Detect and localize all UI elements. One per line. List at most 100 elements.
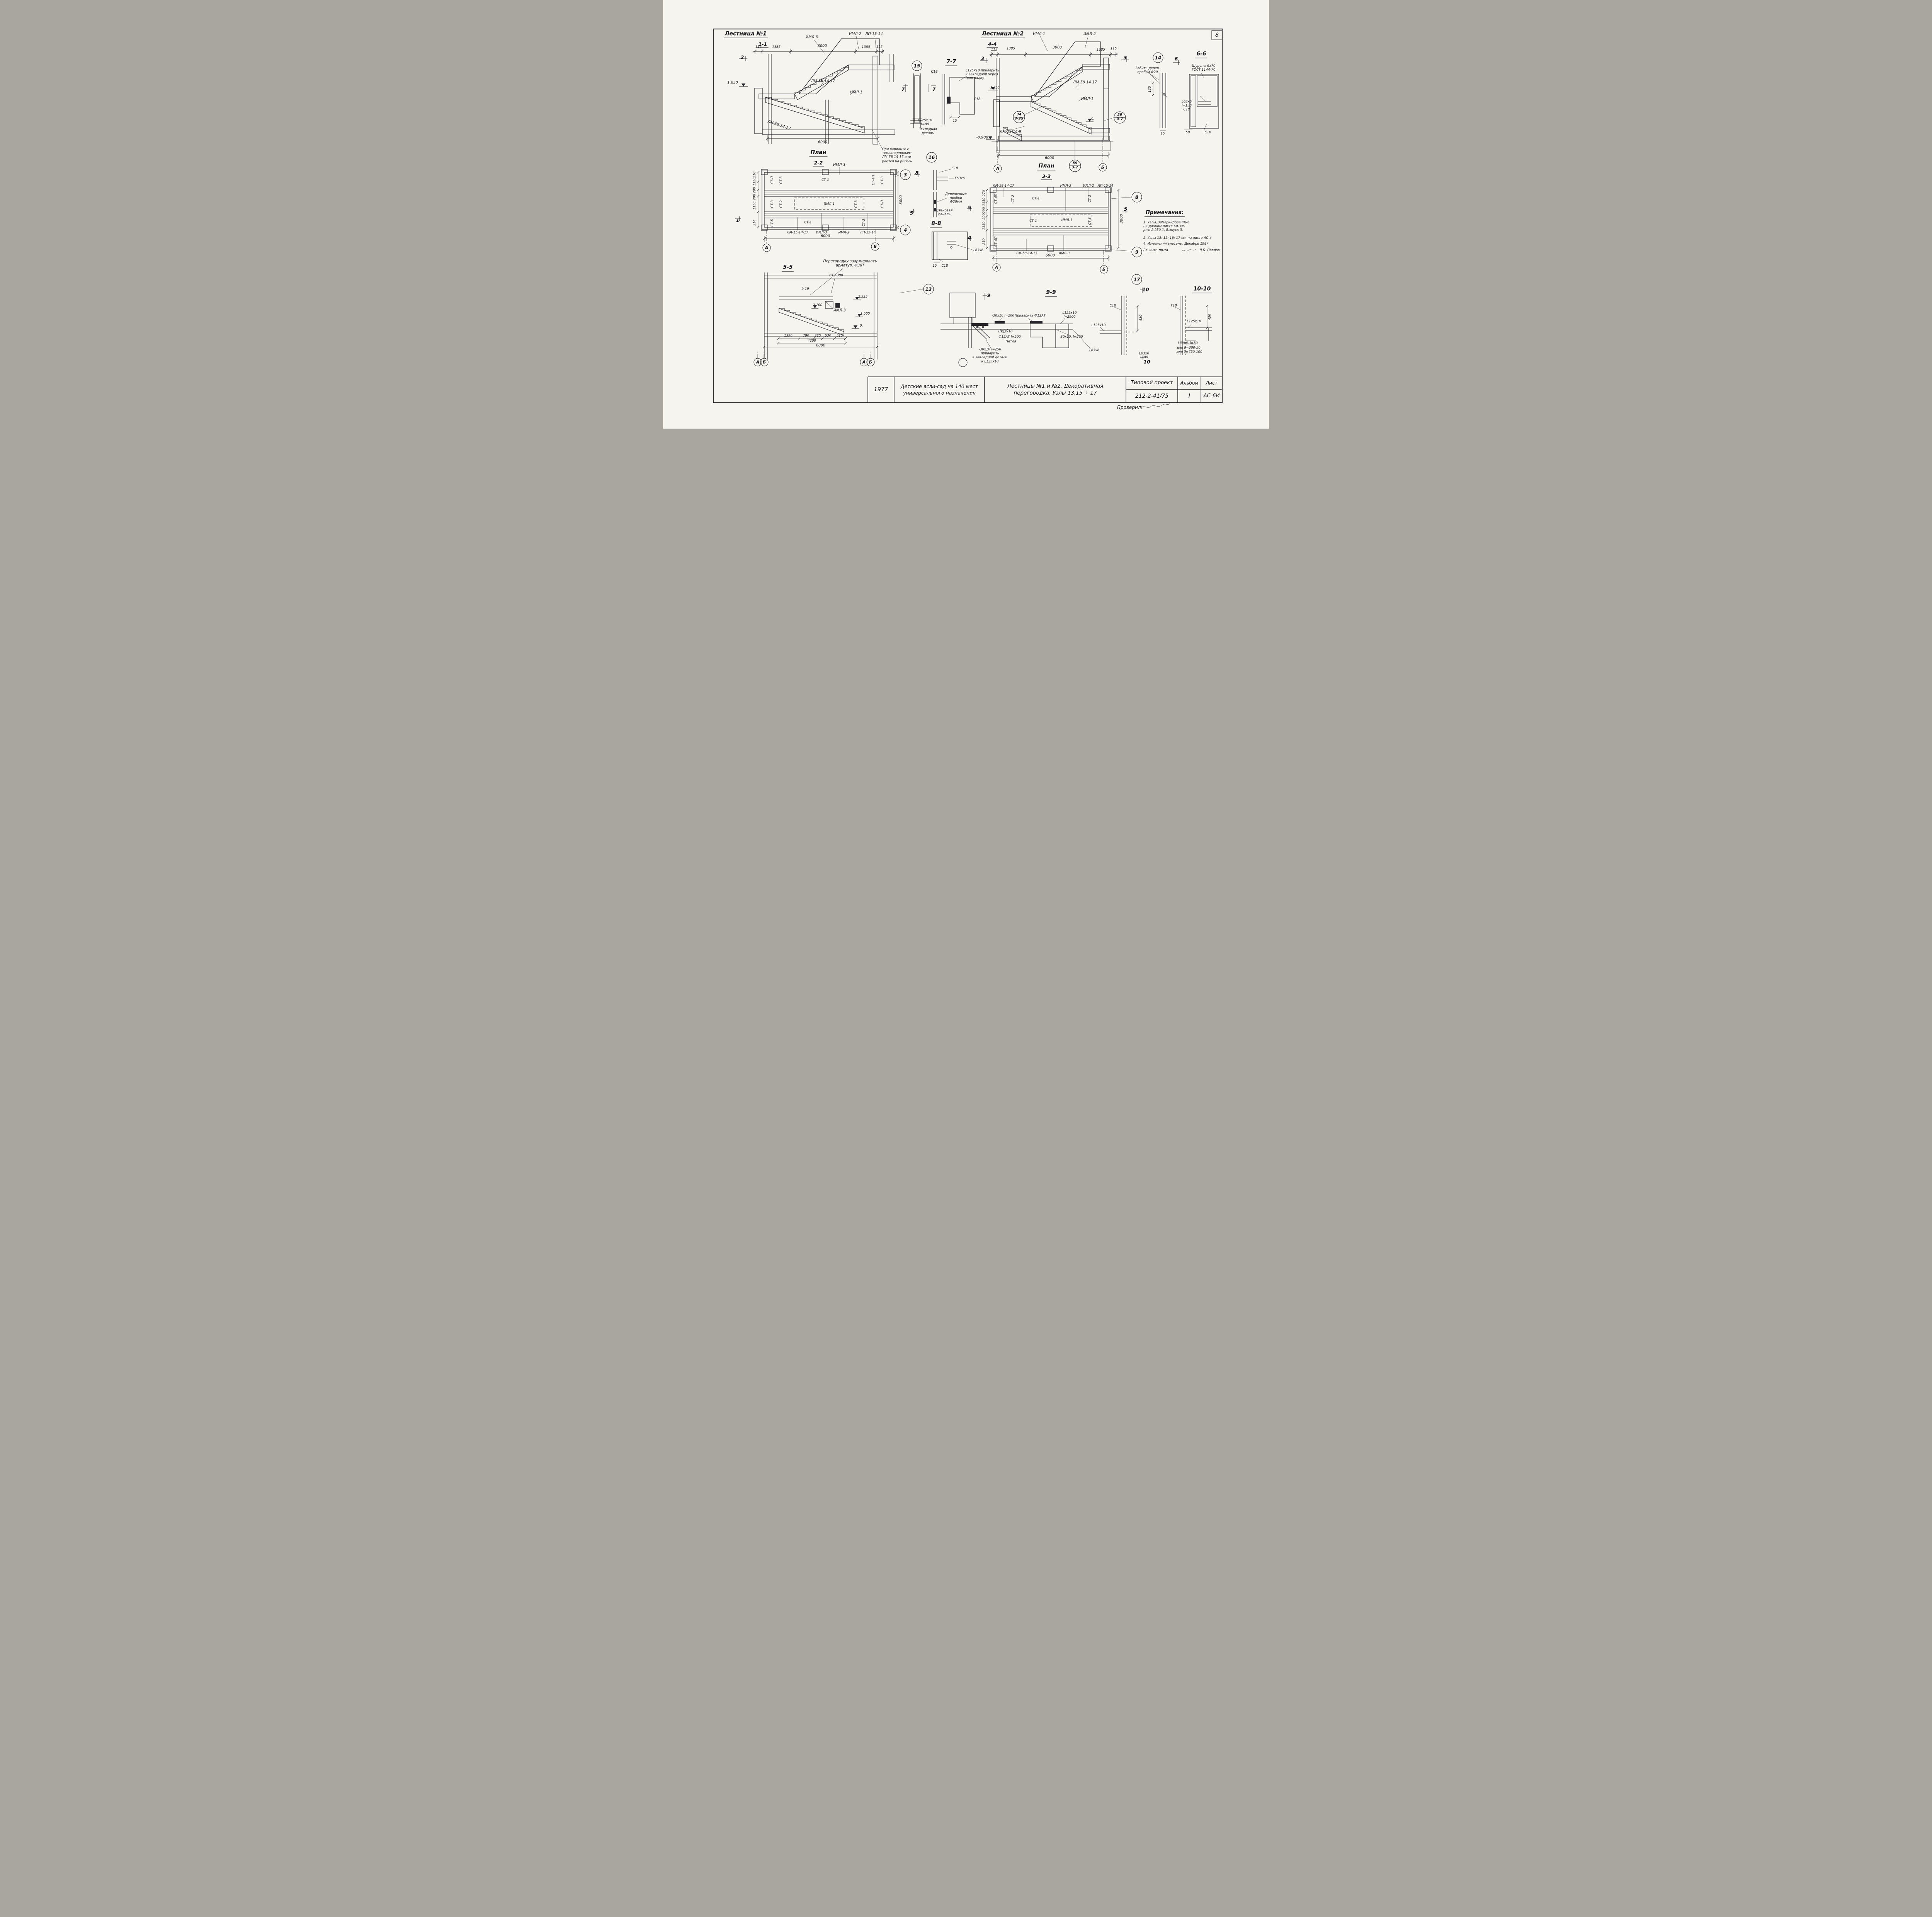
dim-label: 1385 — [1007, 46, 1015, 51]
dim-label: 3000 — [1119, 214, 1124, 224]
section-mark-7: 7 — [932, 86, 936, 92]
channel-label: Г18 — [1171, 303, 1177, 308]
dim-label: 115 — [755, 45, 762, 49]
page-number: 8 — [1215, 32, 1219, 38]
cell-label: СТ-1 — [804, 220, 812, 225]
embed-label: Закладная деталь — [918, 127, 937, 135]
axis-circle-b: Б — [760, 358, 769, 366]
condition-label: для δ=750-100 — [1176, 350, 1202, 354]
node-circle-16: 16 — [926, 152, 937, 163]
cell-label: СТ-4П — [994, 194, 998, 204]
section-mark-6: 6 — [1174, 56, 1178, 62]
cell-label: СТ-3 — [770, 200, 774, 208]
note-signature-name: Л.Б. Павлов — [1199, 248, 1220, 252]
sec55-title: 5-5 — [782, 264, 794, 272]
channel-label: С18 — [1109, 303, 1116, 308]
channel-label: С18 — [941, 264, 948, 268]
node-sheet: 3-35 — [1014, 117, 1024, 121]
cell-label: СТ-3 — [880, 176, 884, 184]
elevation-label: -0.900 — [976, 135, 988, 140]
dim-label: 200 — [752, 194, 757, 201]
sec55-note: Перегородку заармировать арматур. Ф38Т — [823, 259, 877, 268]
node-circle-14: 14 — [1153, 52, 1163, 63]
node10-linework — [1099, 288, 1212, 360]
axis-circle-a: А — [993, 164, 1002, 173]
plan-bottom-label: ИМЛ-2 — [838, 230, 850, 235]
dim-label: 1390 — [784, 334, 793, 338]
plan22-word: План — [809, 150, 828, 157]
screw-note: Шурупы 6х70 ГОСТ 1144-70 — [1192, 64, 1216, 72]
elevation-label: 0. — [1091, 117, 1095, 121]
drawing-sheet: 8 Лестница №1 1-1 ИМЛ-3 ИМЛ-2 ЛП-15-14 1… — [663, 0, 1269, 429]
angle-label: L63х6 — [1089, 348, 1099, 352]
note-3: 4. Изменения внесены. Декабрь 1987 — [1143, 242, 1209, 246]
dim-label: 510 — [836, 334, 843, 338]
dim-label: 1150 — [752, 177, 757, 186]
node7-linework — [903, 73, 998, 128]
plan33-word: План — [1037, 163, 1056, 170]
elevation-label: 2.100 — [813, 303, 823, 307]
node6-title: 6-6 — [1195, 51, 1208, 58]
flight-label: ЛМ-29-14-9 — [1000, 129, 1021, 134]
dim-label: 214 — [752, 219, 757, 226]
dim-label: 380 — [814, 334, 821, 338]
elevation-label: 1.650 — [727, 80, 738, 85]
node9-linework — [940, 293, 1091, 367]
dim-label: 430 — [1139, 314, 1143, 321]
note-2: 2. Узлы 13; 15; 16; 17 см. на листе АС-4 — [1143, 236, 1212, 240]
dim-label: 1385 — [862, 45, 870, 49]
node-number: 29 — [1114, 113, 1126, 118]
dim-label: 115 — [991, 48, 998, 52]
angle-label: L125х10 l=2900 — [1062, 311, 1077, 319]
dim-label: 115 — [876, 45, 883, 49]
dim-label: 15 — [952, 119, 957, 123]
plan-top-label: ИМЛ-3 — [1060, 184, 1071, 188]
dim-label: 290 — [982, 207, 986, 214]
plan-bottom-label: ЛМ-58-14-17 — [1016, 251, 1037, 255]
axis-circle-a: А — [992, 263, 1001, 272]
panel-label-iml2: ИМЛ-2 — [849, 32, 861, 36]
cell-label: СТ-4П — [871, 175, 876, 185]
cell-label: ИМЛ-1 — [1061, 218, 1073, 222]
cell-label: СТ-1 — [1029, 219, 1037, 223]
titleblock-project: Детские ясли-сад на 140 мест универсальн… — [900, 383, 978, 396]
cell-label: СТ-3 — [862, 219, 866, 226]
panel-label-iml3: ИМЛ-3 — [806, 35, 818, 39]
sheet-frame-lines — [713, 28, 1223, 408]
axis-circle-a: А — [762, 243, 771, 252]
panel-label-iml1: ИМЛ-1 — [1081, 97, 1094, 101]
section-mark-5: 5 — [1124, 206, 1128, 212]
dim-label: 1150 — [752, 201, 757, 210]
stair1-note: При варианте с теплоподпольем ЛМ-58-14-1… — [882, 147, 912, 163]
plan-bottom-label: ИМЛ-3 — [1058, 251, 1070, 255]
node-circle-13: 13 — [923, 284, 934, 295]
node8-title: 8-8 — [930, 221, 942, 228]
cell-label: СТ-2 — [1011, 195, 1015, 203]
angle-label: L63х6 l=80 — [1139, 351, 1149, 359]
angle-label: L125х10 l=80 — [918, 118, 932, 126]
node-circle-8: 8 — [1131, 192, 1142, 203]
cell-label: СТ-П — [770, 218, 774, 227]
dim-label: 210 — [982, 238, 986, 245]
plan22-linework — [735, 167, 915, 243]
sec55-linework — [757, 268, 923, 359]
angle-label: L125х10 — [998, 329, 1013, 334]
panel-label-iml3: ИМЛ-3 — [833, 163, 845, 167]
cell-label: СТ-3 — [779, 176, 783, 184]
stair2-section-label: 4-4 — [986, 41, 998, 48]
cell-label: СТ-П — [770, 176, 774, 184]
rebar-label: СТ3 380 — [829, 273, 843, 278]
dim-label: 6000 — [1045, 253, 1055, 258]
dim-label: 270 — [982, 190, 986, 197]
plan-top-label: ЛП-15-14 — [1097, 184, 1114, 188]
panel-label-iml2: ИМЛ-2 — [1083, 32, 1096, 36]
dim-label: 3000 — [899, 195, 903, 205]
note-signature-role: Гл. инж. пр-та — [1143, 248, 1168, 252]
node8-linework — [914, 169, 973, 263]
dim-label: 6000 — [816, 343, 826, 348]
dim-label: 6000 — [820, 234, 830, 238]
cell-label: ИМЛ-1 — [823, 202, 835, 206]
node6-linework — [1146, 60, 1219, 131]
